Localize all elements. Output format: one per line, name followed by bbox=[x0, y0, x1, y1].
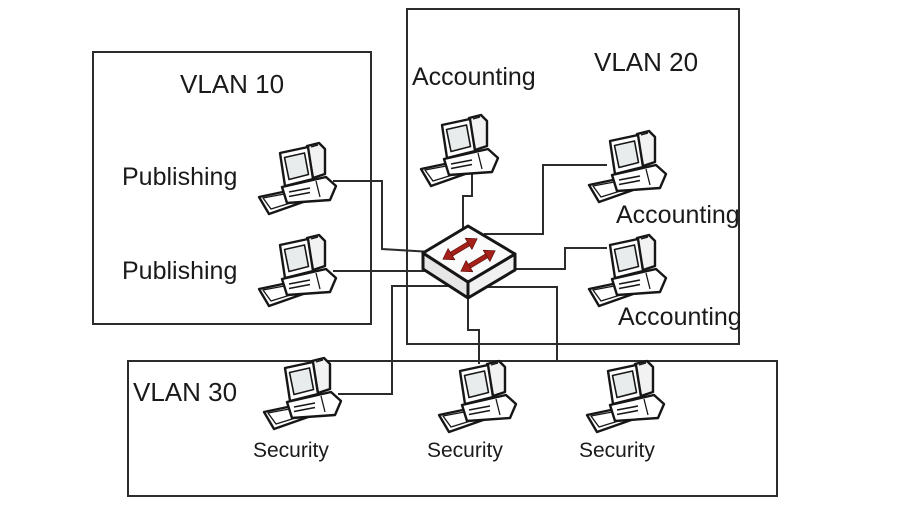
connection-line-accounting-right2 bbox=[508, 247, 607, 270]
computer-icon-publishing1 bbox=[257, 141, 338, 216]
device-label-accounting-right1: Accounting bbox=[616, 201, 740, 229]
connection-line-accounting-right1 bbox=[484, 164, 607, 235]
computer-icon-accounting-top bbox=[419, 113, 500, 188]
connection-lines bbox=[333, 164, 607, 395]
device-label-security2: Security bbox=[427, 439, 503, 462]
device-label-accounting-top: Accounting bbox=[412, 63, 536, 91]
device-label-security3: Security bbox=[579, 439, 655, 462]
vlan-20-box bbox=[406, 8, 740, 345]
vlan-20-title: VLAN 20 bbox=[594, 47, 699, 77]
vlan-30-box bbox=[127, 360, 778, 497]
connection-line-accounting-top bbox=[462, 172, 473, 232]
computer-icon-security1 bbox=[262, 356, 343, 431]
vlan-30-title: VLAN 30 bbox=[133, 377, 238, 407]
computer-icon-accounting-right1 bbox=[587, 129, 668, 204]
device-label-security1: Security bbox=[253, 439, 329, 462]
connection-line-publishing1 bbox=[333, 180, 433, 253]
device-label-accounting-right2: Accounting bbox=[618, 303, 742, 331]
connection-line-security1 bbox=[338, 285, 455, 395]
computer-icon-security3 bbox=[585, 359, 666, 434]
connection-line-security2 bbox=[467, 294, 480, 364]
computer-icon-publishing2 bbox=[257, 233, 338, 308]
computer-icon-security2 bbox=[437, 359, 518, 434]
device-label-publishing2: Publishing bbox=[122, 257, 238, 285]
computer-icon-accounting-right2 bbox=[587, 233, 668, 308]
vlan-10-box bbox=[92, 51, 372, 325]
connection-line-security3 bbox=[478, 286, 558, 361]
device-label-publishing1: Publishing bbox=[122, 163, 238, 191]
vlan-10-title: VLAN 10 bbox=[180, 69, 285, 99]
